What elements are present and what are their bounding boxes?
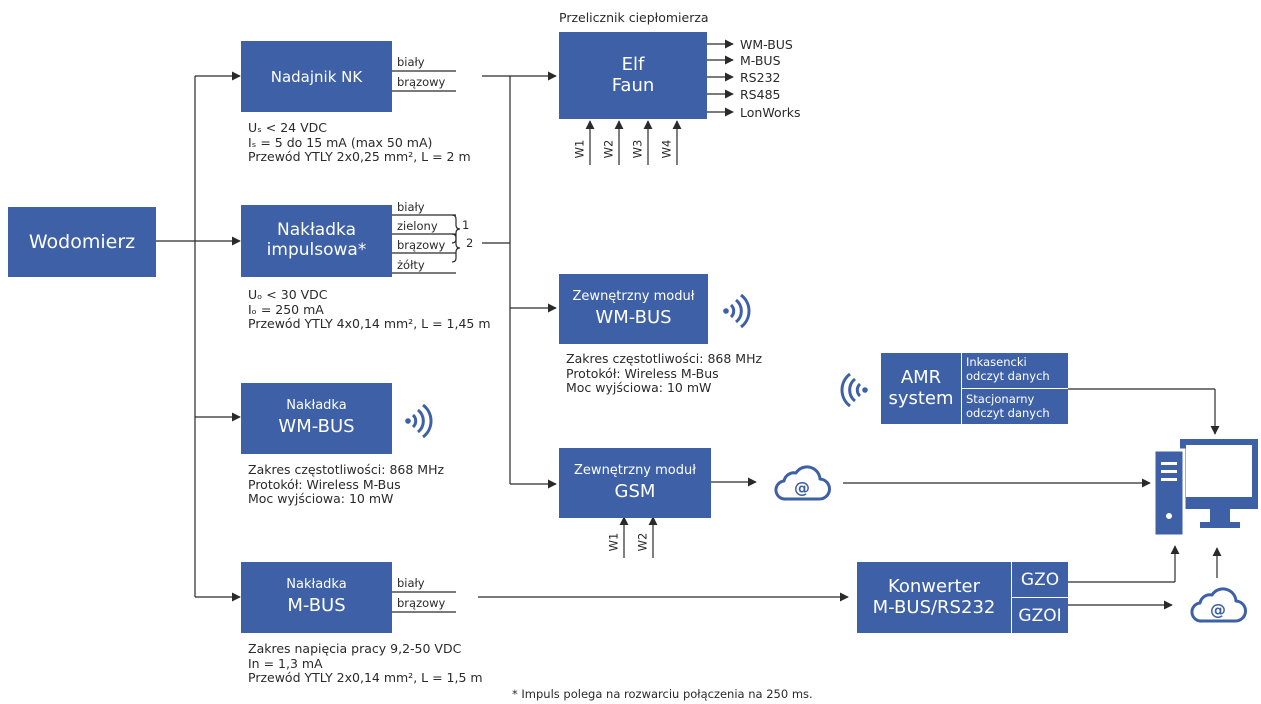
- elf-input-label: W3: [630, 139, 645, 159]
- cloud-at-icon: @: [1190, 587, 1247, 623]
- elf-input-label: W2: [601, 139, 616, 159]
- konwerter-box: Konwerter M-BUS/RS232: [857, 562, 1011, 633]
- spec-line: Moc wyjściowa: 10 mW: [248, 491, 394, 506]
- cell-line: odczyt danych: [966, 369, 1050, 383]
- ext-wmbus-box: Zewnętrzny moduł WM-BUS: [559, 274, 708, 344]
- konwerter-cell-gzoi: GZOI: [1012, 598, 1068, 633]
- elf-label-2: Faun: [611, 74, 655, 96]
- elf-output: LonWorks: [740, 105, 801, 120]
- impulsowa-wire-brown: brązowy: [397, 238, 446, 252]
- wmbus-overlay-label-2: WM-BUS: [278, 416, 355, 438]
- gsm-input-label: W2: [635, 532, 650, 552]
- konwerter-cell-gzo: GZO: [1012, 562, 1068, 597]
- konwerter-label-1: Konwerter: [887, 575, 981, 597]
- gzoi-label: GZOI: [1018, 605, 1062, 626]
- spec-line: Uₒ < 30 VDC: [248, 287, 328, 302]
- spec-line: Protokół: Wireless M-Bus: [566, 365, 719, 381]
- spec-line: Iₒ = 250 mA: [248, 301, 324, 317]
- amr-label-1: AMR: [900, 366, 942, 388]
- spec-line: Iₛ = 5 do 15 mA (max 50 mA): [248, 134, 433, 150]
- wodomierz-label: Wodomierz: [28, 231, 136, 253]
- nadajnik-label: Nadajnik NK: [270, 67, 363, 86]
- elf-input-label: W4: [659, 139, 674, 159]
- spec-line: Uₛ < 24 VDC: [248, 120, 328, 135]
- mbus-wire-white: biały: [397, 576, 425, 590]
- svg-text:@: @: [794, 478, 810, 497]
- impulsowa-label-1: Nakładka: [277, 220, 356, 241]
- ext-gsm-box: Zewnętrzny moduł GSM: [559, 448, 711, 518]
- cell-line: Stacjonarny: [966, 392, 1035, 406]
- amr-label-2: system: [888, 387, 954, 409]
- gsm-input-label: W1: [606, 532, 621, 552]
- spec-line: Protokół: Wireless M-Bus: [248, 476, 401, 492]
- amr-cell-inkasencki: Inkasencki odczyt danych: [962, 353, 1068, 388]
- ext-wmbus-specs: Zakres częstotliwości: 868 MHz Protokół:…: [566, 351, 763, 396]
- wmbus-overlay-specs: Zakres częstotliwości: 868 MHz Protokół:…: [248, 462, 445, 507]
- elf-label-1: Elf: [621, 53, 645, 75]
- nadajnik-wire-brown: brązowy: [397, 75, 446, 89]
- spec-line: In = 1,3 mA: [248, 655, 323, 671]
- mbus-overlay-box: Nakładka M-BUS: [241, 562, 392, 633]
- wireless-icon: [840, 373, 868, 407]
- spec-line: Przewód YTLY 2x0,25 mm², L = 2 m: [248, 149, 471, 164]
- ext-wmbus-label-1: Zewnętrzny moduł: [572, 288, 695, 304]
- nadajnik-wire-white: biały: [397, 55, 425, 69]
- computer-icon: [1152, 439, 1258, 536]
- cell-line: odczyt danych: [966, 406, 1050, 420]
- brace-label-2: 2: [466, 236, 474, 250]
- gzo-label: GZO: [1020, 569, 1060, 590]
- amr-box: AMR system: [881, 353, 961, 424]
- mbus-overlay-label-1: Nakładka: [286, 577, 347, 593]
- elf-caption: Przelicznik ciepłomierza: [559, 10, 709, 25]
- brace-label-1: 1: [462, 218, 470, 232]
- ext-wmbus-label-2: WM-BUS: [595, 306, 672, 328]
- konwerter-label-2: M-BUS/RS232: [872, 596, 996, 618]
- elf-output: WM-BUS: [740, 37, 793, 52]
- impulsowa-specs: Uₒ < 30 VDC Iₒ = 250 mA Przewód YTLY 4x0…: [248, 287, 491, 332]
- footnote: * Impuls polega na rozwarciu połączenia …: [512, 687, 813, 701]
- spec-line: Przewód YTLY 4x0,14 mm², L = 1,45 m: [248, 316, 491, 331]
- mbus-wire-brown: brązowy: [397, 596, 446, 610]
- impulsowa-label-2: impulsowa*: [266, 240, 367, 260]
- amr-cell-stacjonarny: Stacjonarny odczyt danych: [962, 389, 1068, 424]
- cloud-at-icon: @: [774, 465, 831, 501]
- spec-line: Zakres częstotliwości: 868 MHz: [248, 462, 445, 477]
- cell-line: Inkasencki: [966, 355, 1027, 369]
- ext-gsm-label-2: GSM: [614, 480, 656, 502]
- impulsowa-wire-white: biały: [397, 200, 425, 214]
- spec-line: Moc wyjściowa: 10 mW: [566, 380, 712, 395]
- mbus-overlay-specs: Zakres napięcia pracy 9,2-50 VDC In = 1,…: [248, 641, 483, 686]
- elf-output: RS232: [740, 70, 781, 85]
- impulsowa-box: Nakładka impulsowa*: [241, 205, 392, 277]
- wireless-icon: [405, 404, 433, 438]
- wodomierz-box: Wodomierz: [8, 207, 156, 277]
- elf-box: Elf Faun: [559, 32, 707, 119]
- impulsowa-wire-yellow: żółty: [397, 258, 425, 272]
- impulsowa-wire-green: zielony: [397, 219, 438, 233]
- spec-line: Zakres napięcia pracy 9,2-50 VDC: [248, 641, 462, 656]
- wmbus-overlay-label-1: Nakładka: [286, 398, 347, 414]
- nadajnik-box: Nadajnik NK: [241, 41, 392, 112]
- elf-output: RS485: [740, 87, 781, 102]
- wireless-icon: [723, 294, 751, 328]
- spec-line: Przewód YTLY 2x0,14 mm², L = 1,5 m: [248, 670, 483, 685]
- elf-output: M-BUS: [740, 53, 781, 68]
- spec-line: Zakres częstotliwości: 868 MHz: [566, 351, 763, 366]
- wmbus-overlay-box: Nakładka WM-BUS: [241, 383, 392, 454]
- ext-gsm-label-1: Zewnętrzny moduł: [574, 462, 696, 478]
- nadajnik-specs: Uₛ < 24 VDC Iₛ = 5 do 15 mA (max 50 mA) …: [248, 120, 471, 165]
- elf-input-label: W1: [572, 139, 587, 159]
- svg-text:@: @: [1210, 600, 1226, 619]
- mbus-overlay-label-2: M-BUS: [287, 595, 346, 617]
